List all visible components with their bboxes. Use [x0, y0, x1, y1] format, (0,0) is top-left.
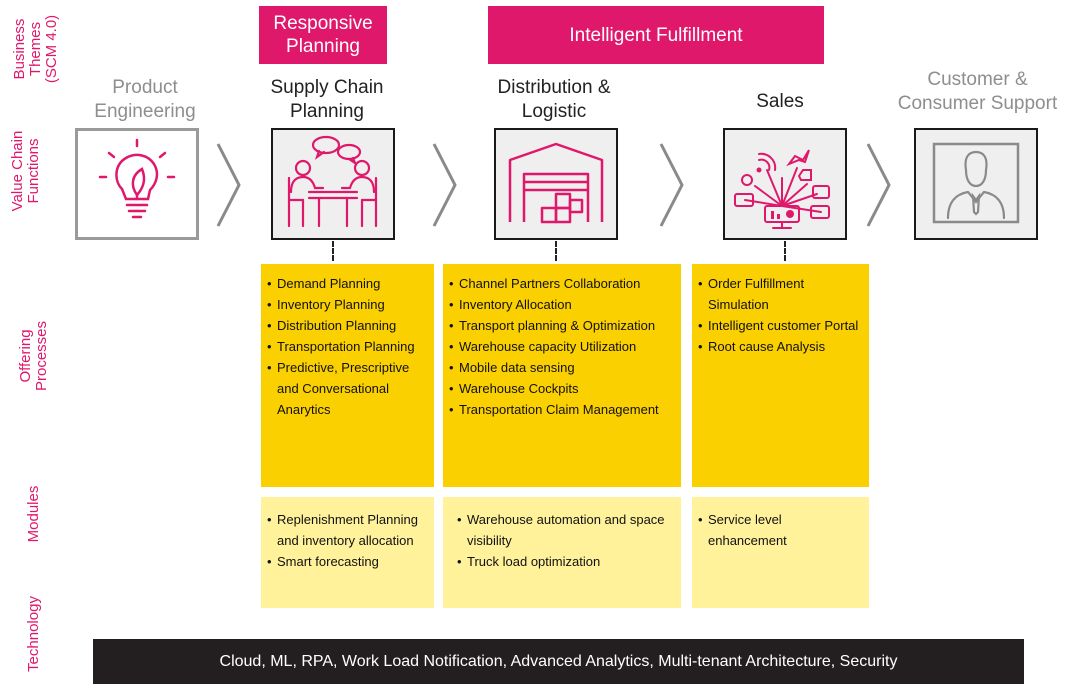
side-label-line: (SCM 4.0): [43, 14, 60, 84]
offering-item: Inventory Allocation: [449, 294, 673, 315]
connector-dash: [555, 241, 557, 261]
function-sales: Sales: [705, 90, 855, 114]
social-media-analytics-icon: [734, 149, 830, 229]
lightbulb-leaf-icon: [98, 138, 176, 219]
distribution-logistic-box: [494, 128, 618, 240]
side-label-line: Technology: [25, 596, 42, 672]
module-item: Smart forecasting: [267, 551, 426, 572]
function-line: Customer &: [927, 69, 1028, 90]
offering-card-distribution: Channel Partners Collaboration Inventory…: [443, 264, 681, 487]
theme-intelligent-fulfillment: Intelligent Fulfillment: [488, 6, 824, 64]
function-line: Planning: [290, 101, 364, 122]
supply-chain-planning-box: [271, 128, 395, 240]
theme-line: Responsive: [273, 13, 373, 34]
module-item: Replenishment Planning and inventory all…: [267, 509, 426, 551]
side-label-value-chain: Value Chain Functions: [9, 130, 42, 212]
offering-item: Predictive, Prescriptive and Conversatio…: [267, 357, 426, 420]
offering-item: Intelligent customer Portal: [698, 315, 861, 336]
function-line: Supply Chain: [270, 77, 384, 98]
offering-item: Demand Planning: [267, 273, 426, 294]
offering-item: Root cause Analysis: [698, 336, 861, 357]
technology-text: Cloud, ML, RPA, Work Load Notification, …: [219, 652, 898, 670]
theme-line: Planning: [286, 36, 360, 57]
offering-item: Distribution Planning: [267, 315, 426, 336]
offering-item: Transportation Planning: [267, 336, 426, 357]
side-label-line: Functions: [25, 138, 42, 204]
side-label-line: Processes: [33, 320, 50, 392]
side-label-modules: Modules: [25, 485, 42, 543]
theme-line: Intelligent Fulfillment: [569, 24, 743, 46]
connector-dash: [332, 241, 334, 261]
theme-responsive-planning: Responsive Planning: [259, 6, 387, 64]
sales-box: [723, 128, 847, 240]
warehouse-icon: [508, 142, 604, 224]
module-item: Warehouse automation and space visibilit…: [457, 509, 673, 551]
customer-person-icon: [932, 142, 1020, 224]
module-item: Truck load optimization: [457, 551, 673, 572]
product-engineering-box: [75, 128, 199, 240]
function-line: Logistic: [521, 101, 587, 122]
function-product-engineering: Product Engineering: [60, 76, 230, 124]
side-label-line: Business: [11, 18, 28, 80]
offering-item: Inventory Planning: [267, 294, 426, 315]
offering-card-sales: Order Fulfillment Simulation Intelligent…: [692, 264, 869, 487]
offering-item: Warehouse capacity Utilization: [449, 336, 673, 357]
offering-item: Channel Partners Collaboration: [449, 273, 673, 294]
chevron-right-icon: [866, 143, 891, 227]
function-supply-chain-planning: Supply Chain Planning: [242, 76, 412, 124]
connector-dash: [784, 241, 786, 261]
function-line: Consumer Support: [897, 93, 1058, 114]
chevron-right-icon: [432, 143, 457, 227]
chevron-right-icon: [659, 143, 684, 227]
side-label-line: Modules: [25, 485, 42, 543]
side-label-line: Offering: [17, 329, 34, 383]
side-label-technology: Technology: [25, 596, 42, 672]
technology-bar: Cloud, ML, RPA, Work Load Notification, …: [93, 639, 1024, 684]
meeting-table-icon: [287, 135, 378, 228]
offering-item: Transportation Claim Management: [449, 399, 673, 420]
offering-item: Transport planning & Optimization: [449, 315, 673, 336]
side-label-business-themes: Business Themes (SCM 4.0): [11, 14, 60, 84]
module-card-distribution: Warehouse automation and space visibilit…: [443, 497, 681, 608]
function-line: Distribution &: [497, 77, 611, 98]
module-card-supply-chain: Replenishment Planning and inventory all…: [261, 497, 434, 608]
function-line: Engineering: [94, 101, 196, 122]
side-label-line: Themes: [27, 21, 44, 77]
customer-support-box: [914, 128, 1038, 240]
chevron-right-icon: [216, 143, 241, 227]
module-card-sales: Service level enhancement: [692, 497, 869, 608]
offering-item: Warehouse Cockpits: [449, 378, 673, 399]
offering-item: Order Fulfillment Simulation: [698, 273, 861, 315]
function-line: Sales: [756, 91, 804, 112]
function-line: Product: [112, 77, 178, 98]
offering-item: Mobile data sensing: [449, 357, 673, 378]
offering-card-supply-chain: Demand Planning Inventory Planning Distr…: [261, 264, 434, 487]
side-label-offering: Offering Processes: [17, 320, 50, 392]
side-label-line: Value Chain: [9, 130, 26, 212]
module-item: Service level enhancement: [698, 509, 861, 551]
function-distribution-logistic: Distribution & Logistic: [469, 76, 639, 124]
function-customer-support: Customer & Consumer Support: [880, 68, 1075, 116]
